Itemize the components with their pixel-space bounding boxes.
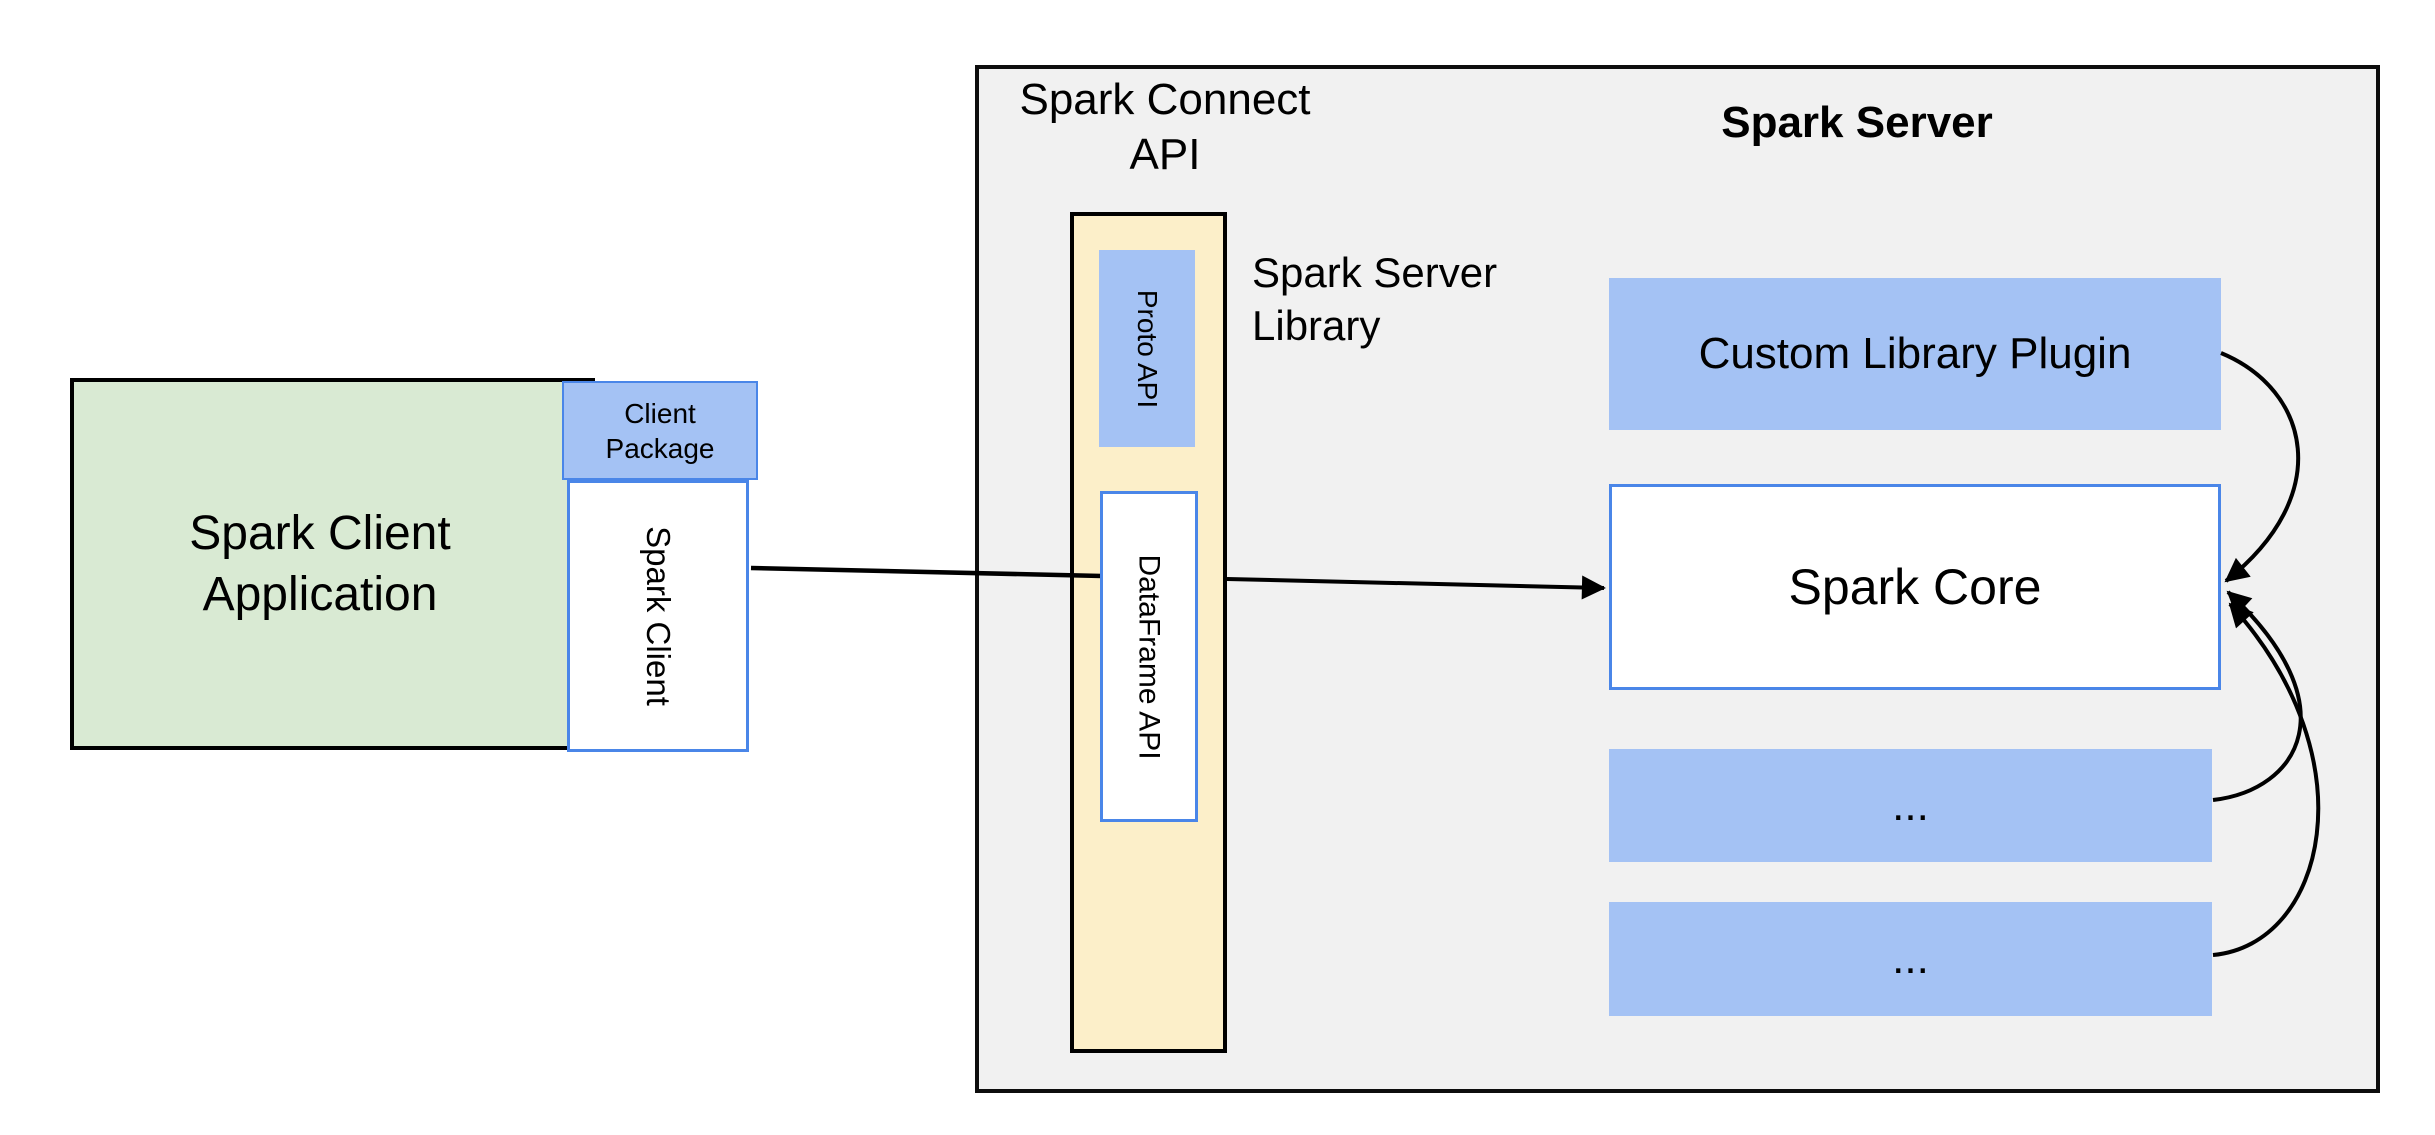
ellipsis-label-2: ... <box>1892 934 1929 983</box>
spark-client-application-label-line2: Application <box>202 568 438 621</box>
spark-connect-api-title-line1: Spark Connect <box>1019 75 1311 124</box>
spark-core-label: Spark Core <box>1788 559 2042 615</box>
spark-server-title: Spark Server <box>1721 98 1993 147</box>
spark-connect-api-title-line2: API <box>1129 130 1201 179</box>
spark-core-box: Spark Core <box>1609 484 2221 690</box>
spark-client-application-label: Spark Client Application <box>74 382 566 746</box>
dataframe-api-box: DataFrame API <box>1100 491 1198 822</box>
custom-library-plugin-label: Custom Library Plugin <box>1698 329 2132 378</box>
custom-library-plugin-box: Custom Library Plugin <box>1609 278 2221 430</box>
client-package-label-line1: Client <box>624 397 696 429</box>
proto-api-box: Proto API <box>1099 250 1195 447</box>
spark-client-label: Spark Client <box>640 526 677 706</box>
spark-server-library-label-line1: Spark Server <box>1252 249 1498 296</box>
spark-server-library-label: Spark Server Library <box>1252 246 1582 352</box>
spark-client-application-label-line1: Spark Client <box>189 507 451 560</box>
proto-api-label: Proto API <box>1132 289 1164 408</box>
ellipsis-box-2: ... <box>1609 902 2212 1016</box>
spark-connect-api-title: Spark Connect API <box>985 72 1345 182</box>
client-package-box: Client Package <box>562 381 758 480</box>
spark-client-box: Spark Client <box>567 480 749 752</box>
client-package-label-line2: Package <box>605 432 715 464</box>
ellipsis-label-1: ... <box>1892 780 1929 830</box>
ellipsis-box-1: ... <box>1609 749 2212 862</box>
spark-server-library-label-line2: Library <box>1252 302 1381 349</box>
spark-client-application-box: Spark Client Application <box>70 378 595 750</box>
dataframe-api-label: DataFrame API <box>1133 553 1167 760</box>
